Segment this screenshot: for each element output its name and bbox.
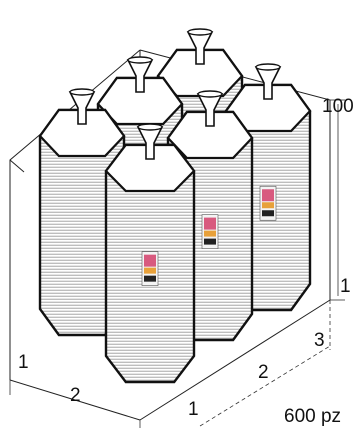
height-top-label: 100 (322, 96, 354, 117)
funnel-rim (137, 123, 163, 131)
stack-lid (96, 76, 184, 126)
product-label-icon (259, 185, 277, 221)
height-bottom-label: 1 (340, 276, 351, 297)
funnel-rim (255, 63, 281, 71)
funnel-rim (127, 56, 153, 64)
width-1-label: 1 (188, 399, 199, 420)
dimension-lines (9, 99, 345, 428)
width-2-label: 2 (258, 362, 269, 383)
total-quantity-label: 600 pz (284, 406, 341, 427)
depth-1-label: 1 (18, 352, 29, 373)
stack-lid (156, 48, 244, 98)
funnel-rim (197, 90, 223, 98)
container-stacks (38, 28, 312, 384)
product-label-icon (141, 251, 159, 286)
stack-lid (104, 143, 196, 193)
product-label-icon (201, 214, 219, 249)
stack-lid (38, 108, 126, 158)
depth-2-label: 2 (70, 385, 81, 406)
dimension-labels: 100 1 1 2 3 2 1 600 pz (18, 96, 354, 427)
container-stack (104, 123, 196, 384)
stack-lid (166, 110, 254, 160)
width-3-label: 3 (314, 330, 325, 351)
funnel-rim (69, 88, 95, 96)
funnel-rim (187, 28, 213, 36)
